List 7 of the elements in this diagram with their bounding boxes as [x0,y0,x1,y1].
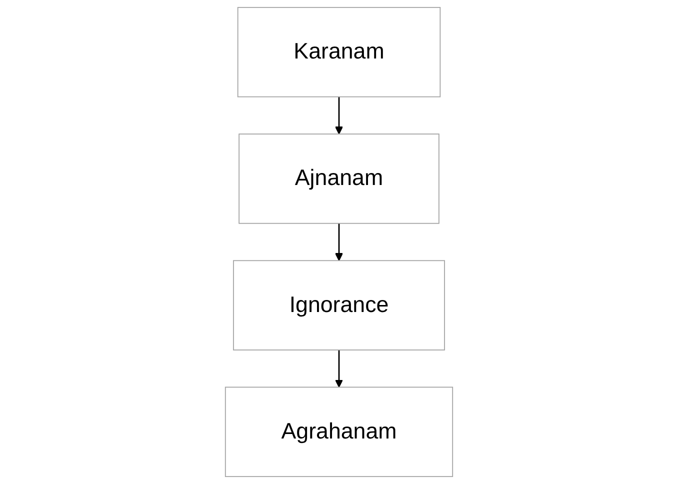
arrow [334,96,344,134]
arrow [334,223,344,261]
node-box: Ignorance [233,260,445,350]
node-box: Agrahanam [224,386,454,478]
node-box: Ajnanam [238,134,440,224]
arrow [334,350,344,388]
node-box: Karanam [237,6,441,98]
